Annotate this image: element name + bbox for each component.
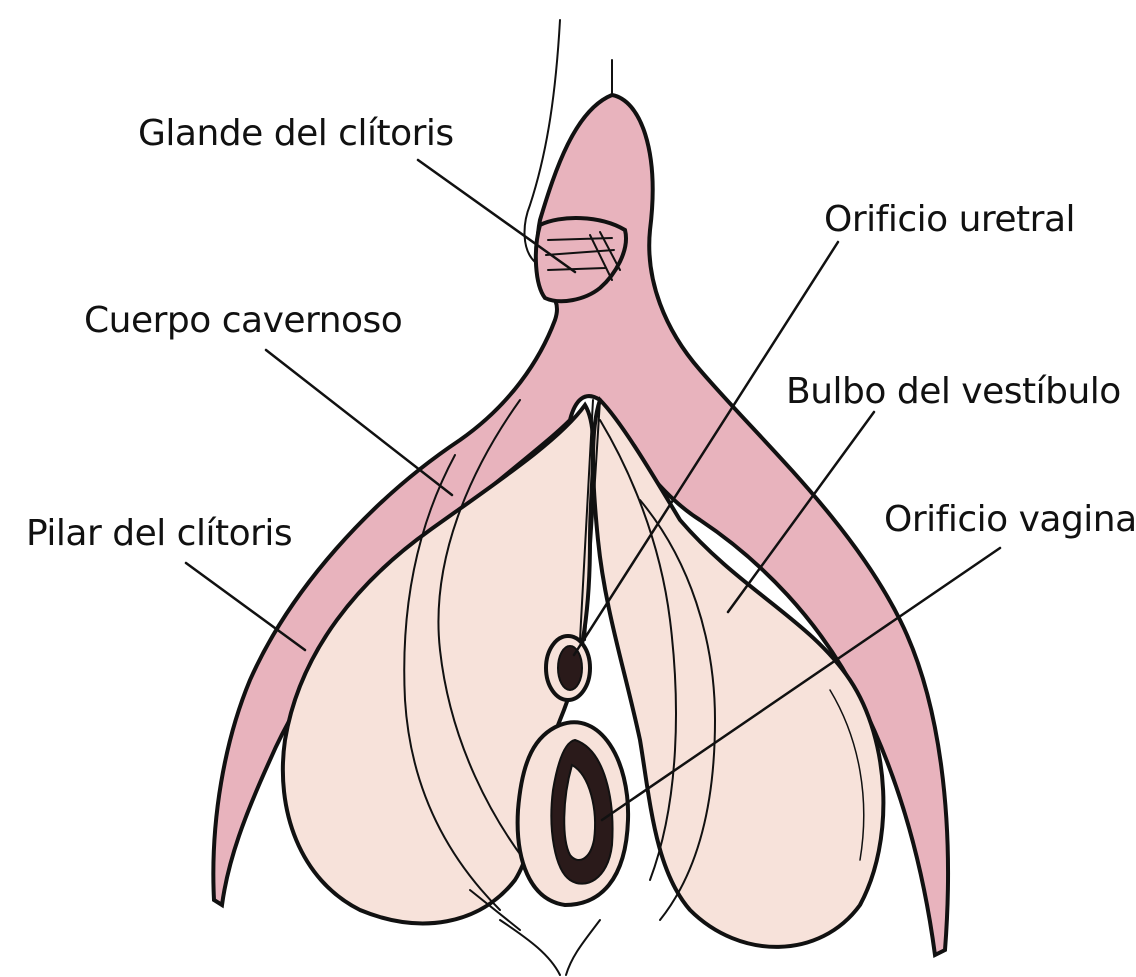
label-urethral-orifice: Orificio uretral [824,202,1075,238]
label-vestibular-bulb: Bulbo del vestíbulo [786,374,1121,410]
label-vaginal-orifice: Orificio vaginal [884,502,1136,538]
label-crus: Pilar del clítoris [26,516,292,552]
label-corpus-cavernosum: Cuerpo cavernoso [84,303,402,339]
leader-pilar [186,563,305,650]
urethral-orifice-inner [558,646,582,690]
label-glans: Glande del clítoris [138,116,454,152]
leader-cuerpo [266,350,452,495]
